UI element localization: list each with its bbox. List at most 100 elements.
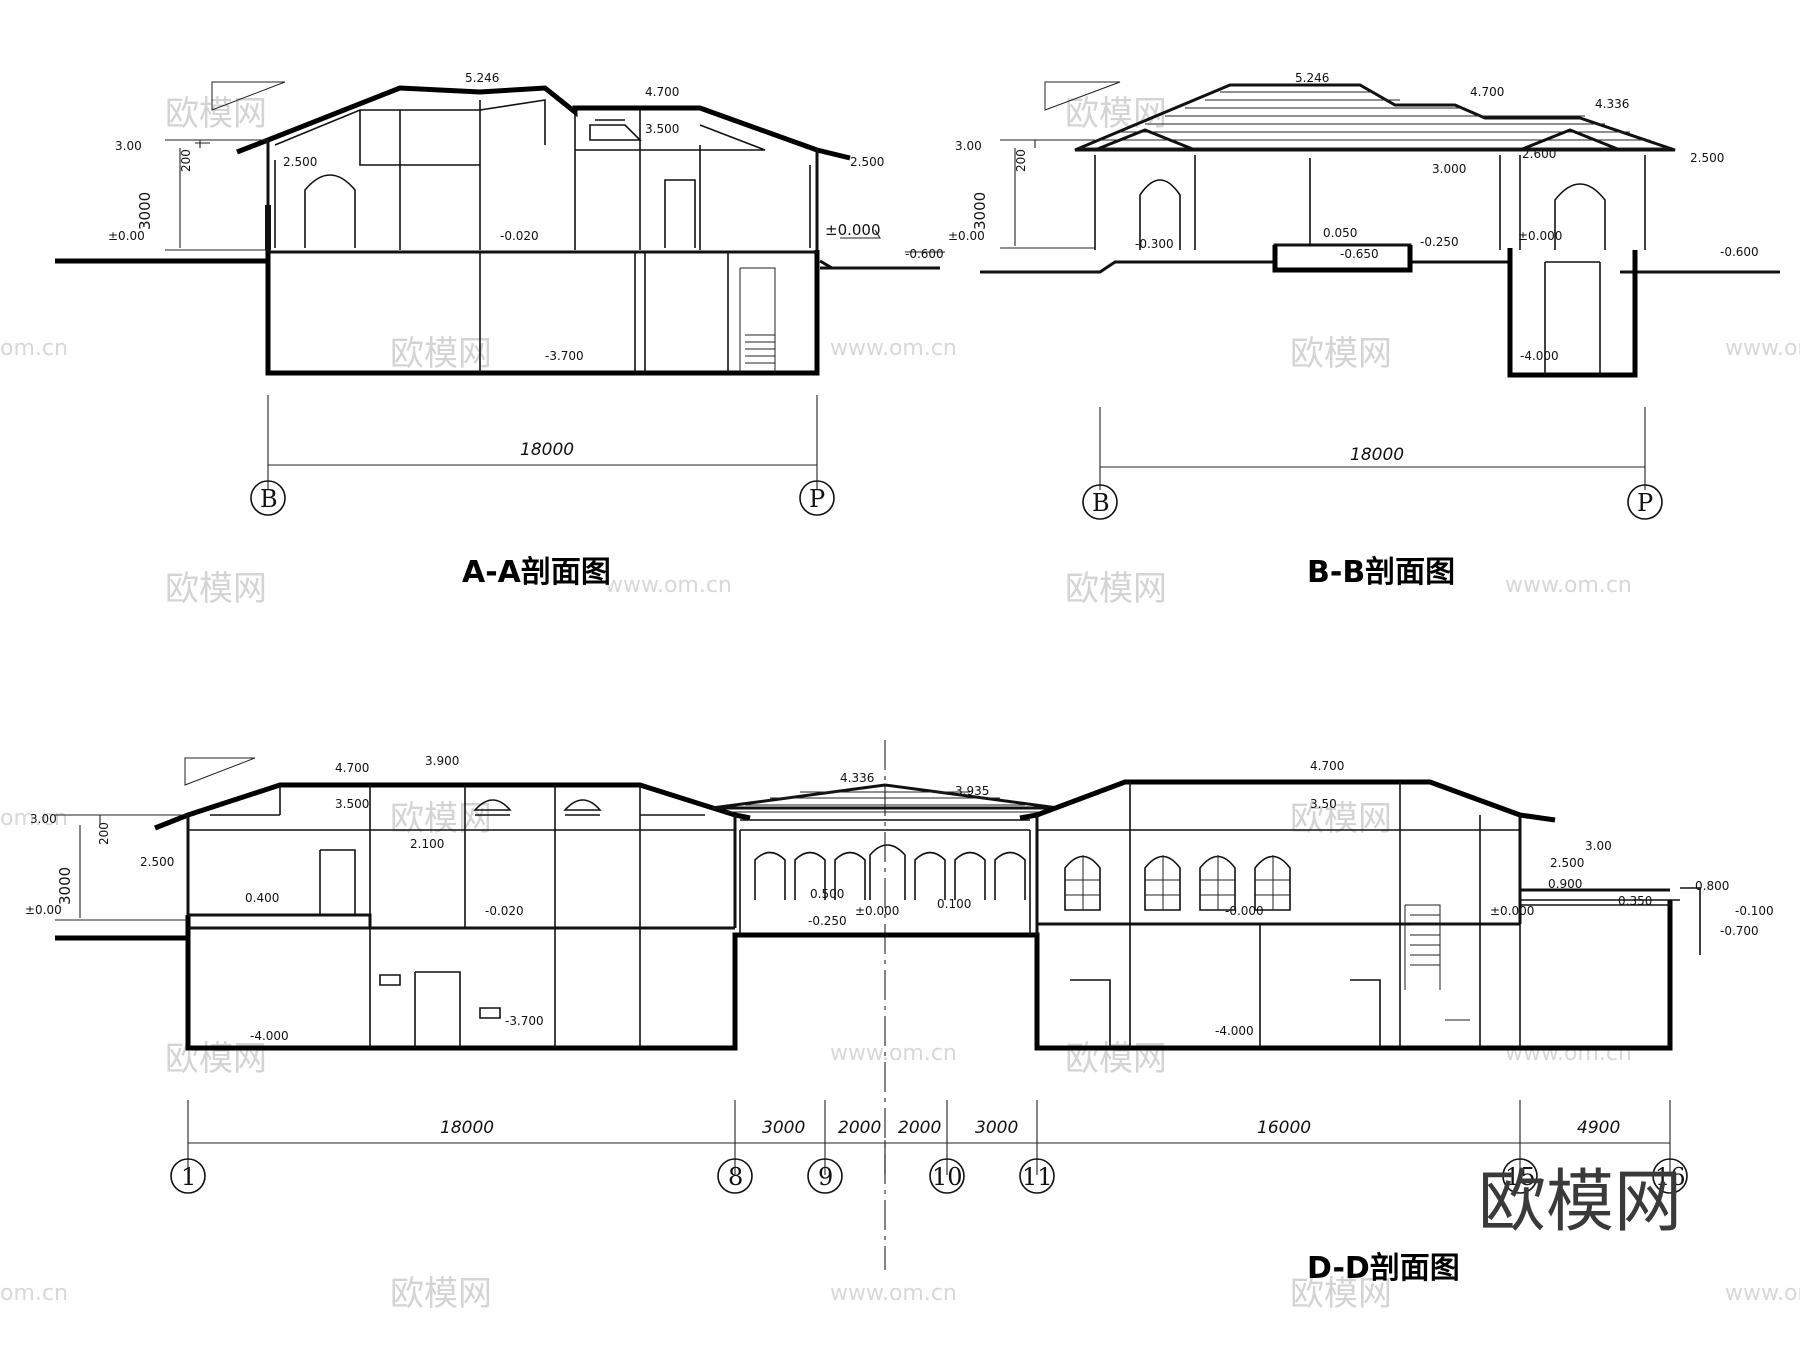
dimension-chain: [187, 1100, 1671, 1175]
axis-label-p: P: [1637, 489, 1653, 517]
watermark-site-short: om.cn: [0, 336, 68, 361]
elevation-label: -0.600: [1720, 245, 1759, 259]
elevation-label: 2.500: [1550, 856, 1584, 870]
elevation-label: -3.700: [505, 1014, 544, 1028]
colonnade-frame: [739, 819, 1031, 935]
level-dims: [55, 814, 188, 921]
elevation-label: 0.350: [1618, 894, 1652, 908]
elevation-label: -0.650: [1340, 247, 1379, 261]
elevation-label: ±0.000: [825, 221, 881, 239]
interior-walls-right: [1037, 782, 1680, 924]
watermark-site: www.om.cn: [1505, 1041, 1632, 1066]
brand-watermark-logo: 欧模网: [1478, 1163, 1682, 1242]
watermark-brand: 欧模网: [1065, 1039, 1167, 1079]
axis-label: 8: [728, 1163, 743, 1191]
ground-floor-slab: [1150, 243, 1510, 264]
arched-windows: [1064, 855, 1291, 911]
elevation-label: 3.00: [1585, 839, 1612, 853]
elevation-label: 2.100: [410, 837, 444, 851]
dimension-segment: 3000: [762, 1118, 805, 1138]
roof-slope-indicator: [1044, 81, 1121, 111]
watermark-brand: 欧模网: [165, 94, 267, 134]
elevation-label: 4.700: [1470, 85, 1504, 99]
elevation-label: 3000: [136, 192, 154, 230]
watermark-brand: 欧模网: [1290, 799, 1392, 839]
elevation-label: -4.000: [1215, 1024, 1254, 1038]
watermark-brand: 欧模网: [1065, 569, 1167, 609]
elevation-label: ±0.00: [108, 229, 145, 243]
roof-central: [711, 783, 1059, 810]
roof-right-wing: [1019, 779, 1556, 823]
ground-floor-slab: [188, 922, 1520, 930]
dimension-line: [1099, 407, 1646, 490]
elevation-label: 4.700: [335, 761, 369, 775]
elevation-label: 3000: [56, 867, 74, 905]
elevation-label: 3.935: [955, 784, 989, 798]
terrace-edge: [1680, 887, 1701, 955]
roof-slope-indicator: [184, 757, 256, 786]
elevation-label: 200: [179, 149, 193, 172]
axis-bubble: [1082, 484, 1118, 520]
section-title-aa: A-A剖面图: [462, 555, 611, 590]
elevation-label: 2.500: [283, 155, 317, 169]
watermark-brand: 欧模网: [1065, 94, 1167, 134]
roof-slope-indicator: [211, 81, 286, 111]
section-title-bb: B-B剖面图: [1307, 555, 1455, 590]
dimension-segment: 16000: [1257, 1118, 1311, 1138]
section-title-dd: D-D剖面图: [1307, 1251, 1460, 1286]
gable-fronts: [1094, 128, 1621, 152]
door: [319, 849, 356, 915]
elevation-label: 3.000: [1432, 162, 1466, 176]
axis-bubble: [1652, 1158, 1688, 1194]
elevation-label: 3.50: [1310, 797, 1337, 811]
basement-stair: [739, 267, 776, 373]
elevation-label: 5.246: [1295, 71, 1329, 85]
axis-label: 11: [1022, 1163, 1053, 1191]
elevation-label: 0.100: [937, 897, 971, 911]
dimension-total: 18000: [520, 440, 574, 460]
dimension-segment: 2000: [838, 1118, 881, 1138]
watermark-site: www.om.cn: [830, 1281, 957, 1306]
attic-triangle: [699, 124, 766, 151]
dimension-segment: 18000: [440, 1118, 494, 1138]
elevation-label: -0.020: [485, 904, 524, 918]
mezzanine-slab: [188, 913, 372, 928]
dimension-segment: 3000: [975, 1118, 1018, 1138]
level-dims: [1000, 139, 1095, 249]
elevation-label: -0.020: [500, 229, 539, 243]
elevation-label: -4.000: [250, 1029, 289, 1043]
axis-label: 1: [181, 1163, 196, 1191]
sunken-pool: [1272, 245, 1413, 273]
elevation-label: ±0.000: [1490, 904, 1534, 918]
elevation-label: ±0.000: [855, 904, 899, 918]
dimension-segment: 2000: [898, 1118, 941, 1138]
watermark-site: www.om.cn: [830, 1041, 957, 1066]
watermark-site: www.om.cn: [605, 573, 732, 598]
elevation-label: 3.500: [335, 797, 369, 811]
basement-outline: [265, 248, 820, 376]
watermark-brand: 欧模网: [165, 1039, 267, 1079]
axis-label: 10: [932, 1163, 963, 1191]
elevation-label: -0.600: [905, 247, 944, 261]
basement-outline: [1507, 248, 1638, 378]
axis-bubble: [799, 480, 835, 516]
ground-line-right: [819, 259, 940, 270]
section-bb: 5.246 4.700 4.336 3.00 200 3000 ±0.00 2.…: [948, 71, 1780, 590]
elevation-label: 0.800: [1695, 879, 1729, 893]
elevation-label: 0.900: [1548, 877, 1582, 891]
elevation-label: 200: [1014, 149, 1028, 172]
axis-bubble: [1502, 1158, 1538, 1194]
arched-window: [304, 174, 356, 248]
elevation-label: -0.250: [1420, 235, 1459, 249]
watermark-layer: 欧模网 欧模网 欧模网 欧模网 欧模网 欧模网 欧模网 欧模网 欧模网 欧模网 …: [0, 94, 1800, 1314]
roof-tile-hatch: [1080, 91, 1670, 149]
elevation-label: 3.900: [425, 754, 459, 768]
axis-bubble: [1627, 484, 1663, 520]
elevation-label: 200: [97, 822, 111, 845]
watermark-site-short: om.cn: [0, 806, 68, 831]
elevation-label: 0.050: [1323, 226, 1357, 240]
elevation-label: 4.336: [840, 771, 874, 785]
axis-label: 16: [1655, 1163, 1686, 1191]
elevation-label: 4.336: [1595, 97, 1629, 111]
